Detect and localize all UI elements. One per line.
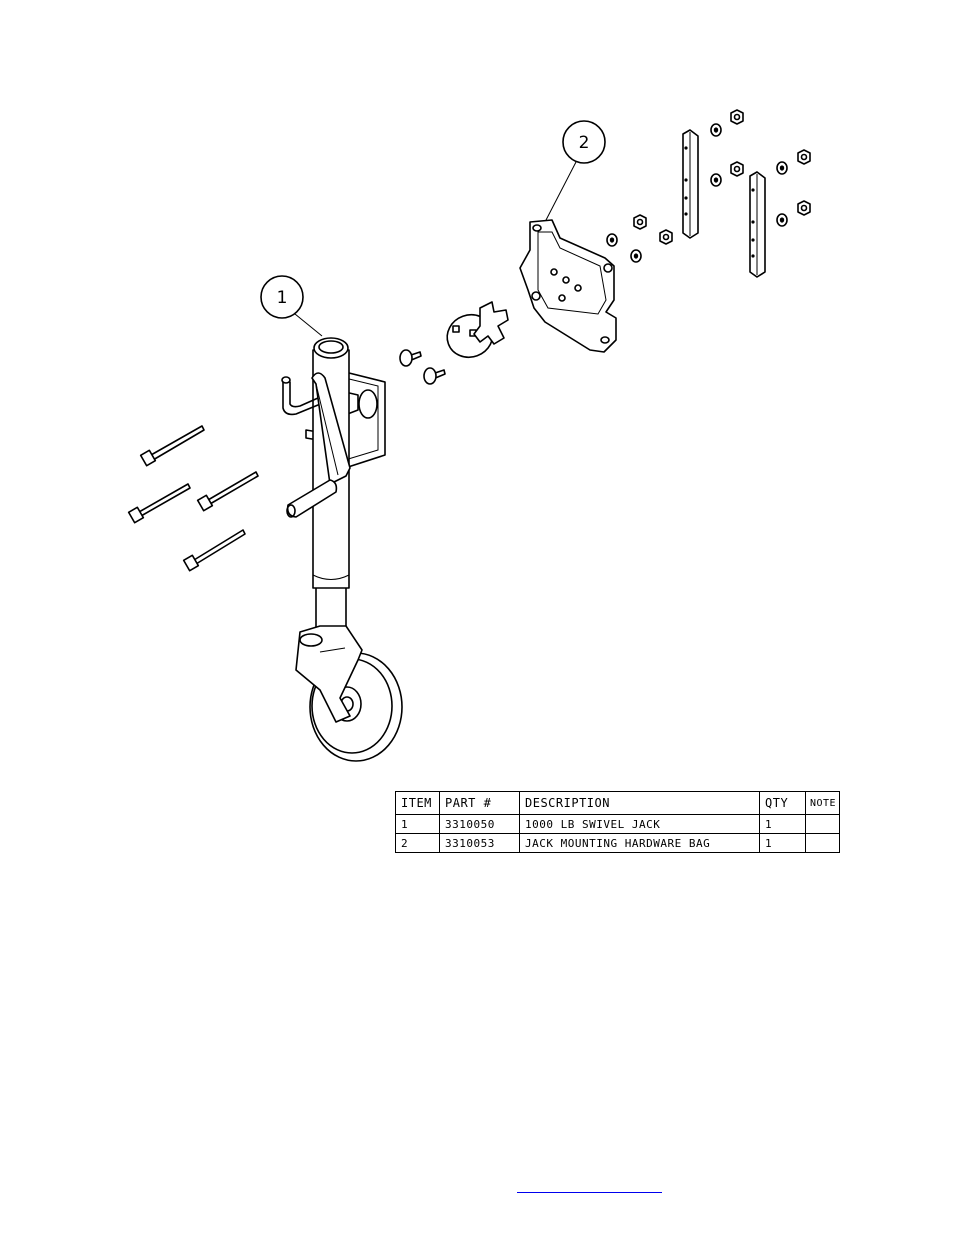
bom-header-row: ITEM PART # DESCRIPTION QTY NOTE bbox=[395, 791, 840, 815]
table-row: 2 3310053 JACK MOUNTING HARDWARE BAG 1 bbox=[395, 833, 840, 853]
bom-cell-item: 2 bbox=[395, 833, 440, 853]
balloon-item-2: 2 bbox=[544, 120, 606, 223]
bom-header-note: NOTE bbox=[805, 791, 840, 815]
washers bbox=[606, 123, 788, 263]
bom-cell-description: JACK MOUNTING HARDWARE BAG bbox=[519, 833, 760, 853]
backing-straps bbox=[682, 129, 766, 278]
bom-cell-qty: 1 bbox=[759, 833, 806, 853]
balloon-item-1: 1 bbox=[260, 275, 323, 337]
mounting-plate bbox=[519, 219, 617, 353]
table-row: 1 3310050 1000 LB SWIVEL JACK 1 bbox=[395, 814, 840, 834]
swivel-jack bbox=[281, 337, 403, 762]
bom-cell-part: 3310053 bbox=[439, 833, 520, 853]
hex-nuts bbox=[633, 109, 811, 245]
bom-cell-qty: 1 bbox=[759, 814, 806, 834]
bom-cell-part: 3310050 bbox=[439, 814, 520, 834]
bill-of-materials-table: ITEM PART # DESCRIPTION QTY NOTE 1 33100… bbox=[395, 791, 840, 853]
bom-cell-note bbox=[805, 814, 840, 834]
balloon-item-1-label: 1 bbox=[277, 288, 288, 308]
bom-header-item: ITEM bbox=[395, 791, 440, 815]
bom-header-qty: QTY bbox=[759, 791, 806, 815]
swivel-plates bbox=[446, 301, 509, 359]
bom-header-description: DESCRIPTION bbox=[519, 791, 760, 815]
footer-link[interactable] bbox=[517, 1176, 662, 1193]
bom-header-part: PART # bbox=[439, 791, 520, 815]
bom-cell-description: 1000 LB SWIVEL JACK bbox=[519, 814, 760, 834]
bom-cell-item: 1 bbox=[395, 814, 440, 834]
long-bolts bbox=[127, 425, 259, 572]
pins bbox=[399, 349, 446, 385]
bom-cell-note bbox=[805, 833, 840, 853]
exploded-assembly-drawing: 1 2 bbox=[127, 109, 811, 762]
balloon-item-2-label: 2 bbox=[579, 133, 590, 153]
